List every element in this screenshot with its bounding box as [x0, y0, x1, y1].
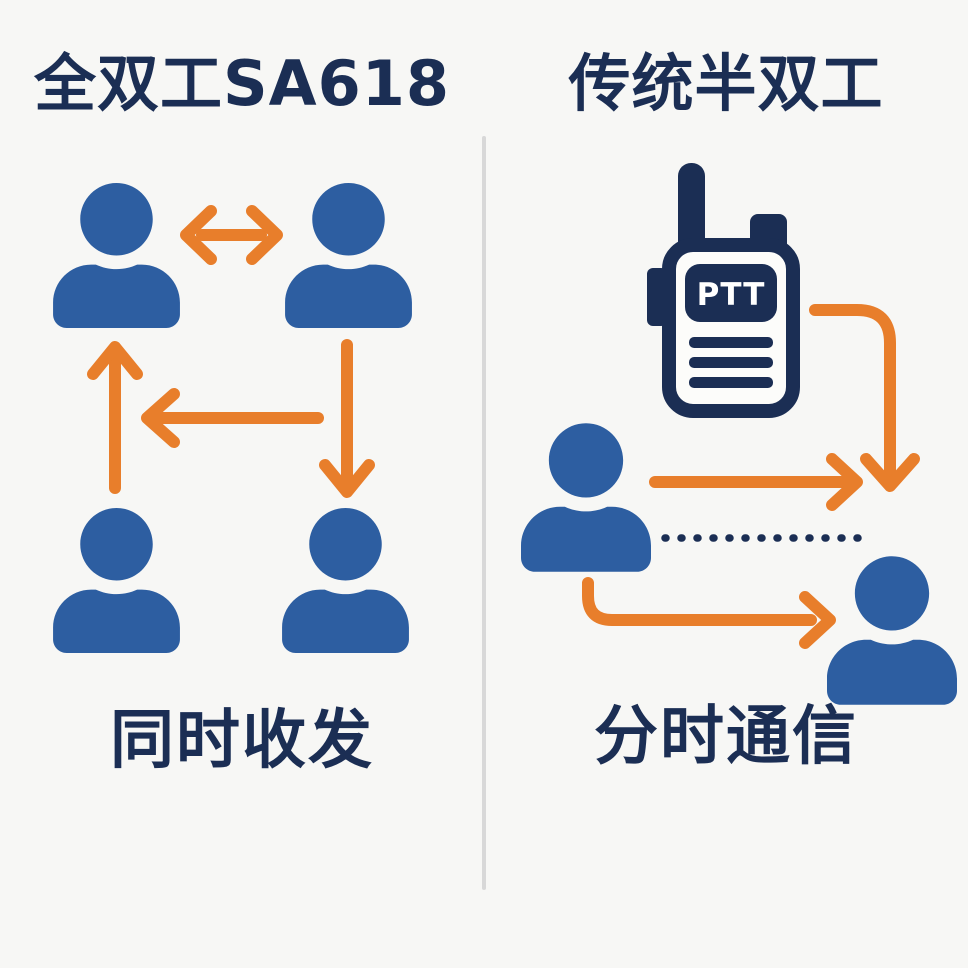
person-icon [53, 183, 180, 328]
transmit-arrow-icon [649, 453, 863, 511]
left-arrow-icon [141, 388, 324, 448]
person-icon [521, 423, 651, 572]
right-panel-title: 传统半双工 [568, 47, 884, 120]
full-duplex-diagram [53, 183, 412, 653]
person-icon [53, 508, 180, 653]
ptt-label: PTT [697, 277, 766, 313]
up-arrow-icon [87, 341, 143, 494]
down-arrow-icon [319, 339, 375, 498]
left-panel-title: 全双工SA618 [33, 47, 451, 120]
walkie-talkie-icon: PTT [647, 163, 800, 418]
double-arrow-icon [180, 205, 283, 265]
person-icon [282, 508, 409, 653]
person-icon [827, 556, 957, 705]
left-panel-caption: 同时收发 [110, 704, 374, 778]
right-panel-caption: 分时通信 [594, 700, 858, 774]
half-duplex-diagram: PTT [521, 163, 957, 705]
panel-divider [482, 136, 486, 890]
person-icon [285, 183, 412, 328]
reply-elbow-arrow-icon [582, 577, 836, 649]
elbow-down-arrow-icon [809, 304, 920, 492]
